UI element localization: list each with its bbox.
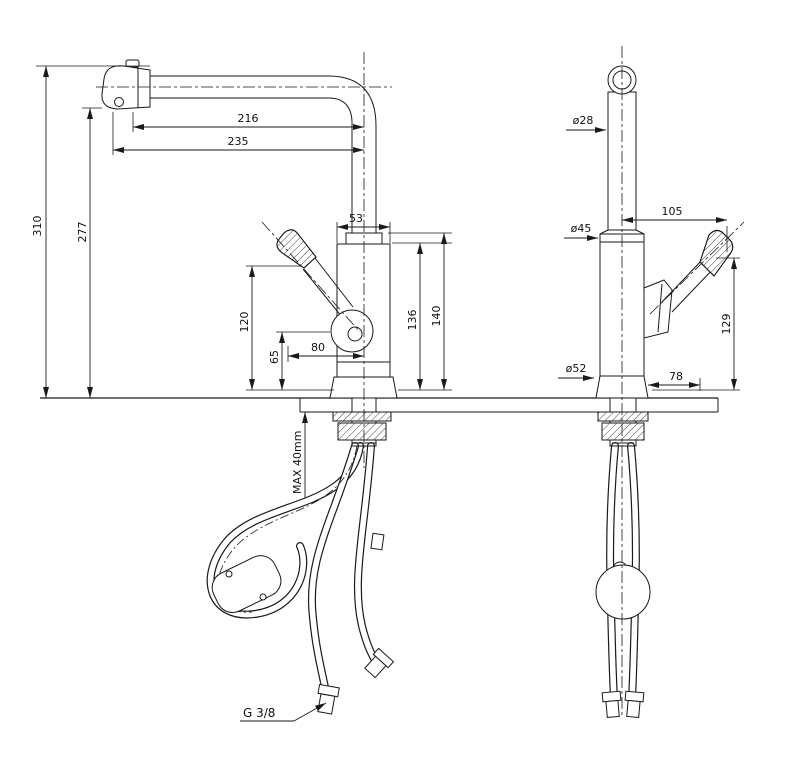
side-lever-grip: [699, 229, 734, 277]
dim-lever-reach-label: 80: [311, 341, 325, 354]
front-washer: [332, 411, 392, 422]
dim-pipe-dia-label: ø28: [573, 114, 594, 127]
dim-handle-reach-label: 105: [662, 205, 683, 218]
dim-body-width-label: 53: [349, 212, 363, 225]
front-lever-centerline: [261, 221, 361, 333]
side-lever-joint: [643, 279, 673, 339]
dim-height-to-spout-label: 277: [76, 222, 89, 243]
side-hose-connector-2: [624, 690, 645, 719]
front-mounting-nut: [337, 422, 387, 441]
centerlines: [96, 46, 745, 718]
dim-thread-label: G 3/8: [243, 706, 275, 720]
dim-lever-height-label: 120: [238, 312, 251, 333]
front-hoses: [206, 442, 381, 696]
front-view: [101, 59, 398, 399]
side-hose-connector-1: [601, 690, 622, 719]
hose-connector-1: [317, 683, 340, 715]
dim-handle-height-label: 129: [720, 314, 733, 335]
weight-screw-1: [225, 570, 233, 578]
dim-body-dia-label: ø45: [571, 222, 592, 235]
dim-body-height-outer-label: 140: [430, 306, 443, 327]
dim-lever-low-label: 65: [268, 350, 281, 364]
hose-clip: [370, 532, 385, 551]
dim-spout-reach-outer-label: 235: [228, 135, 249, 148]
side-dimensions: ø28 105 ø45 ø52 78 129: [558, 114, 740, 391]
front-body: [336, 243, 391, 378]
hose-connector-2: [364, 647, 395, 679]
spray-head: [101, 59, 151, 110]
dim-total-height-label: 310: [31, 216, 44, 237]
front-lever-ball: [330, 309, 374, 353]
front-spout: [149, 75, 377, 234]
front-lever: [276, 229, 374, 353]
front-dimensions: 310 277 216 235 53 120 65 80 136: [31, 65, 452, 722]
front-mounting-hardware: [332, 411, 392, 447]
dim-handle-offset-label: 78: [669, 370, 683, 383]
front-base-flange: [329, 376, 398, 399]
side-lever: [643, 229, 734, 339]
side-lever-centerline: [649, 221, 745, 315]
side-washer: [597, 411, 649, 422]
side-mounting-hardware: [597, 411, 649, 447]
dim-max-counter-label: MAX 40mm: [291, 431, 304, 494]
dim-body-height-inner-label: 136: [406, 310, 419, 331]
dim-spout-reach-inner-label: 216: [238, 112, 259, 125]
hose-weight: [211, 555, 282, 613]
side-under-counter: [595, 397, 651, 719]
dim-base-dia-label: ø52: [566, 362, 587, 375]
weight-screw-2: [259, 593, 267, 601]
side-hose-weight: [595, 564, 651, 620]
side-mounting-nut: [601, 422, 645, 441]
front-lever-grip: [276, 229, 317, 269]
side-view: [595, 65, 734, 399]
spray-nozzle: [114, 97, 124, 107]
